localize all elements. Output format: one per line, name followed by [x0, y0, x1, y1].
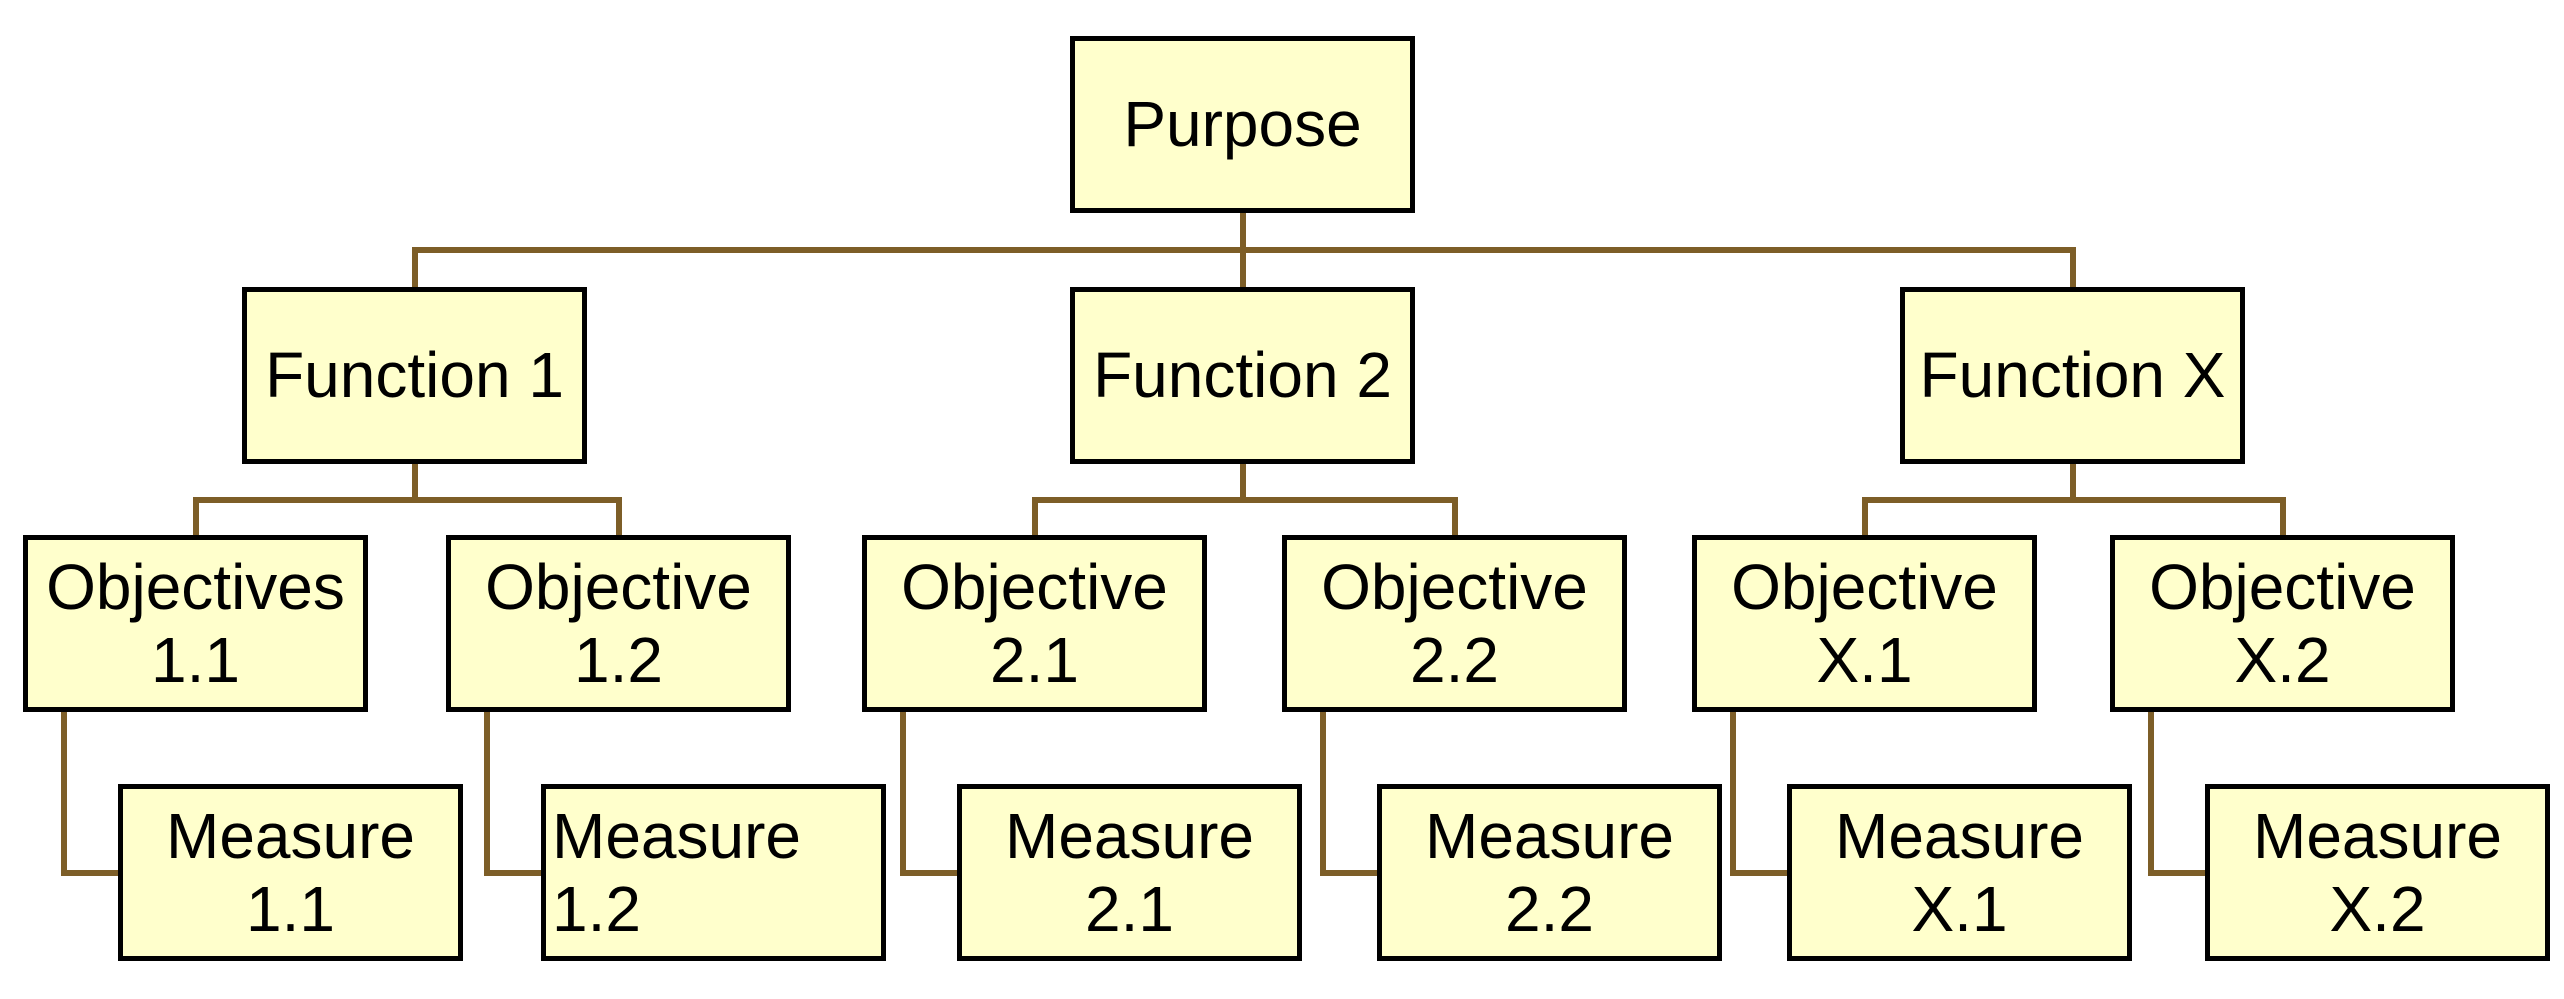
connector-purpose-stem: [1240, 212, 1246, 253]
function-2-label: Function 2: [1093, 339, 1392, 412]
function-2-box: Function 2: [1070, 287, 1415, 464]
measure-2-1-label-line1: Measure: [1005, 800, 1254, 873]
connector-measure-x-2-vertical: [2148, 710, 2154, 876]
measure-2-2-box: Measure 2.2: [1377, 784, 1722, 961]
measure-x-1-box: Measure X.1: [1787, 784, 2132, 961]
function-1-box: Function 1: [242, 287, 587, 464]
connector-measure-1-1-horizontal: [61, 870, 118, 876]
measure-2-2-label-line2: 2.2: [1505, 872, 1594, 945]
measure-1-1-box: Measure 1.1: [118, 784, 463, 961]
measure-1-1-label-line1: Measure: [166, 800, 415, 873]
objective-2-2-label-line2: 2.2: [1410, 623, 1499, 696]
connector-function-2-stem: [1240, 463, 1246, 503]
connector-function-1-bar: [193, 497, 622, 503]
purpose-label: Purpose: [1123, 88, 1362, 161]
connector-measure-1-2-horizontal: [484, 870, 541, 876]
objective-x-2-label-line2: X.2: [2234, 623, 2331, 696]
objective-x-2-box: Objective X.2: [2110, 535, 2455, 712]
measure-x-2-label-line1: Measure: [2253, 800, 2502, 873]
connector-objective-1-1-drop: [193, 497, 199, 537]
objective-x-1-label-line1: Objective: [1731, 551, 1998, 624]
connector-function-x-stem: [2070, 463, 2076, 503]
objective-1-2-label-line1: Objective: [485, 551, 752, 624]
objectives-1-1-label-line1: Objectives: [46, 551, 345, 624]
connector-objective-2-2-drop: [1452, 497, 1458, 537]
connector-measure-1-1-vertical: [61, 710, 67, 876]
connector-objective-x-1-drop: [1862, 497, 1868, 537]
connector-function-1-stem: [412, 463, 418, 503]
measure-1-2-box: Measure 1.2: [541, 784, 886, 961]
measure-2-1-box: Measure 2.1: [957, 784, 1302, 961]
measure-x-2-label-line2: X.2: [2329, 872, 2426, 945]
function-x-label: Function X: [1919, 339, 2226, 412]
connector-measure-2-1-vertical: [900, 710, 906, 876]
objective-2-1-label-line1: Objective: [901, 551, 1168, 624]
objective-2-1-label-line2: 2.1: [990, 623, 1079, 696]
measure-1-2-label-line2: 1.2: [552, 872, 641, 945]
connector-function-2-bar: [1032, 497, 1458, 503]
measure-1-2-label-line1: Measure: [552, 800, 801, 873]
function-x-box: Function X: [1900, 287, 2245, 464]
purpose-box: Purpose: [1070, 36, 1415, 213]
connector-function-x-bar: [1862, 497, 2286, 503]
objective-1-2-box: Objective 1.2: [446, 535, 791, 712]
connector-objective-1-2-drop: [616, 497, 622, 537]
measure-x-1-label-line1: Measure: [1835, 800, 2084, 873]
objective-2-2-box: Objective 2.2: [1282, 535, 1627, 712]
connector-measure-2-2-vertical: [1320, 710, 1326, 876]
objective-x-1-label-line2: X.1: [1816, 623, 1913, 696]
objective-2-2-label-line1: Objective: [1321, 551, 1588, 624]
connector-function-x-drop: [2070, 247, 2076, 287]
connector-measure-2-2-horizontal: [1320, 870, 1377, 876]
connector-measure-1-2-vertical: [484, 710, 490, 876]
measure-x-1-label-line2: X.1: [1911, 872, 2008, 945]
connector-measure-x-1-horizontal: [1730, 870, 1787, 876]
connector-function-2-drop: [1240, 247, 1246, 287]
measure-x-2-box: Measure X.2: [2205, 784, 2550, 961]
objectives-1-1-label-line2: 1.1: [151, 623, 240, 696]
objectives-1-1-box: Objectives 1.1: [23, 535, 368, 712]
measure-2-1-label-line2: 2.1: [1085, 872, 1174, 945]
connector-objective-x-2-drop: [2280, 497, 2286, 537]
objective-x-2-label-line1: Objective: [2149, 551, 2416, 624]
connector-objective-2-1-drop: [1032, 497, 1038, 537]
connector-function-1-drop: [412, 247, 418, 287]
connector-measure-x-2-horizontal: [2148, 870, 2205, 876]
connector-measure-2-1-horizontal: [900, 870, 957, 876]
measure-2-2-label-line1: Measure: [1425, 800, 1674, 873]
function-1-label: Function 1: [265, 339, 564, 412]
objective-x-1-box: Objective X.1: [1692, 535, 2037, 712]
measure-1-1-label-line2: 1.1: [246, 872, 335, 945]
objective-2-1-box: Objective 2.1: [862, 535, 1207, 712]
objective-1-2-label-line2: 1.2: [574, 623, 663, 696]
connector-measure-x-1-vertical: [1730, 710, 1736, 876]
